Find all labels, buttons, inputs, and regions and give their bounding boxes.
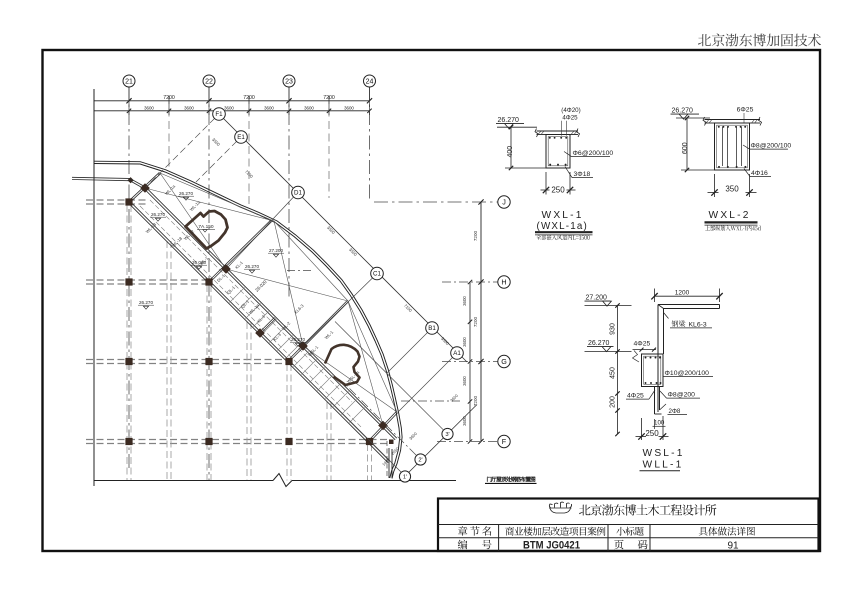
svg-text:27.200: 27.200: [269, 248, 283, 253]
svg-text:21: 21: [125, 79, 133, 86]
svg-text:26.270: 26.270: [245, 264, 259, 269]
svg-text:Φ10@200/100: Φ10@200/100: [665, 370, 710, 377]
svg-text:450: 450: [610, 367, 617, 379]
svg-text:26.270: 26.270: [139, 300, 153, 305]
svg-text:6Φ25: 6Φ25: [737, 107, 754, 114]
svg-text:26.270: 26.270: [588, 340, 610, 347]
svg-text:G: G: [501, 357, 507, 366]
svg-text:2Φ8: 2Φ8: [669, 408, 681, 415]
svg-text:DL-1: DL-1: [216, 272, 226, 282]
svg-text:3Φ18: 3Φ18: [574, 171, 591, 178]
svg-text:WL-2: WL-2: [281, 320, 292, 331]
svg-text:QL-1: QL-1: [240, 298, 251, 309]
svg-text:3600: 3600: [144, 105, 154, 110]
svg-text:3600: 3600: [462, 416, 467, 426]
svg-text:91: 91: [727, 540, 739, 551]
svg-text:250: 250: [551, 186, 565, 195]
svg-text:Φ6@200/100: Φ6@200/100: [573, 150, 614, 157]
svg-text:3550: 3550: [440, 336, 451, 347]
svg-text:B1: B1: [428, 325, 436, 332]
svg-text:7200: 7200: [163, 95, 175, 101]
svg-text:26.270: 26.270: [151, 212, 165, 217]
svg-text:C1: C1: [373, 271, 381, 278]
svg-text:27.200: 27.200: [586, 295, 608, 302]
svg-text:7200: 7200: [473, 316, 478, 327]
svg-text:3600: 3600: [224, 105, 234, 110]
svg-text:4Φ16: 4Φ16: [751, 170, 768, 177]
svg-text:3600: 3600: [304, 105, 314, 110]
svg-text:7200: 7200: [473, 230, 478, 241]
svg-text:7100: 7100: [244, 169, 255, 180]
svg-text:WL-1: WL-1: [199, 255, 210, 266]
svg-text:Φ8@200: Φ8@200: [668, 392, 696, 399]
svg-text:3550: 3550: [348, 247, 359, 258]
svg-text:KL-1: KL-1: [234, 260, 244, 270]
svg-text:QL-1: QL-1: [226, 284, 237, 295]
svg-text:(WXL-1a): (WXL-1a): [537, 221, 589, 232]
svg-text:WLL-1: WLL-1: [643, 460, 684, 471]
svg-text:26.270: 26.270: [498, 117, 520, 124]
svg-text:3600: 3600: [462, 296, 467, 306]
svg-text:F: F: [502, 437, 507, 446]
svg-text:26.270: 26.270: [179, 191, 193, 196]
svg-text:BTM JG0421: BTM JG0421: [523, 540, 580, 552]
svg-text:7200: 7200: [473, 395, 478, 406]
svg-text:3600: 3600: [462, 337, 467, 347]
svg-text:200: 200: [610, 396, 617, 408]
svg-text:250: 250: [645, 429, 659, 438]
svg-text:3600: 3600: [462, 376, 467, 386]
svg-text:WXL-1: WXL-1: [542, 210, 584, 221]
svg-text:1': 1': [403, 475, 407, 481]
svg-text:3600: 3600: [449, 392, 459, 402]
svg-text:24: 24: [366, 79, 374, 86]
svg-text:J: J: [502, 198, 506, 207]
svg-text:26.020: 26.020: [192, 260, 206, 265]
svg-text:WSL-1: WSL-1: [643, 448, 685, 459]
svg-text:350: 350: [725, 185, 739, 194]
svg-text:3550: 3550: [211, 137, 222, 148]
svg-text:2': 2': [418, 458, 422, 464]
svg-text:3550: 3550: [326, 225, 337, 236]
svg-text:23: 23: [285, 79, 293, 86]
svg-text:26.270: 26.270: [672, 108, 694, 115]
svg-text:3600: 3600: [344, 105, 354, 110]
svg-text:1200: 1200: [675, 290, 690, 297]
svg-text:7200: 7200: [323, 95, 335, 101]
svg-text:KL-3: KL-3: [256, 314, 266, 324]
svg-text:4Φ25: 4Φ25: [562, 115, 578, 122]
svg-text:D1: D1: [294, 190, 302, 197]
svg-text:WL-1: WL-1: [324, 329, 335, 340]
svg-text:Φ8@200/100: Φ8@200/100: [751, 143, 792, 150]
svg-text:KL6-3: KL6-3: [689, 321, 707, 328]
svg-text:WXL-2: WXL-2: [709, 210, 751, 221]
svg-text:H: H: [501, 278, 506, 287]
svg-text:F1: F1: [215, 111, 223, 118]
svg-text:4Φ25: 4Φ25: [627, 393, 644, 400]
svg-text:100: 100: [654, 420, 665, 427]
svg-text:3600: 3600: [184, 105, 194, 110]
svg-text:400: 400: [507, 146, 514, 158]
svg-text:3': 3': [445, 432, 449, 438]
svg-text:KL6-3: KL6-3: [293, 303, 305, 315]
svg-text:600: 600: [682, 142, 689, 154]
svg-text:1460: 1460: [381, 456, 391, 466]
svg-text:26.270: 26.270: [291, 337, 305, 342]
svg-text:22: 22: [205, 79, 213, 86]
svg-text:3600: 3600: [408, 430, 418, 440]
svg-text:A1: A1: [453, 350, 461, 357]
svg-text:7200: 7200: [243, 95, 255, 101]
svg-text:3600: 3600: [264, 105, 274, 110]
svg-text:E1: E1: [237, 134, 245, 141]
svg-text:2050: 2050: [390, 445, 400, 455]
svg-text:930: 930: [610, 323, 617, 335]
svg-text:KL-3: KL-3: [272, 332, 282, 342]
svg-text:7A.150: 7A.150: [198, 224, 214, 230]
svg-text:7100: 7100: [403, 303, 414, 314]
svg-text:4Φ25: 4Φ25: [634, 341, 651, 348]
svg-text:(4Φ20): (4Φ20): [561, 107, 580, 114]
